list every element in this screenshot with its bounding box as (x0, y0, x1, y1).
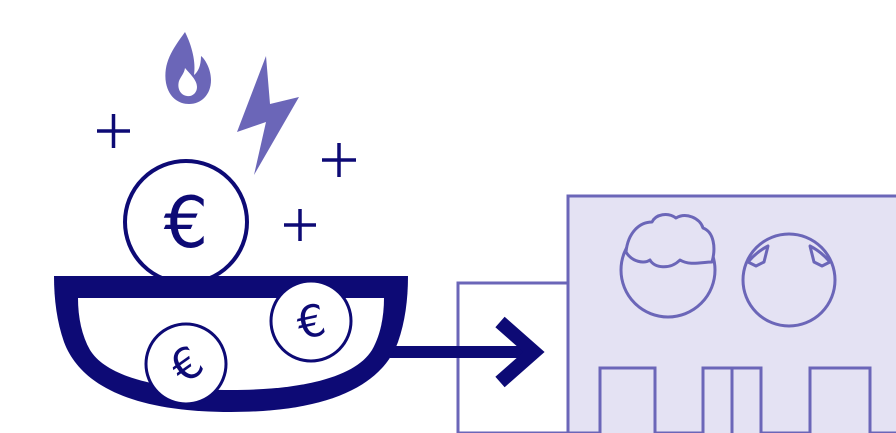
person-head-icon-2 (743, 234, 835, 326)
euro-coin-icon-bowl-right: € (271, 281, 351, 361)
euro-symbol: € (164, 182, 209, 264)
door-left (600, 368, 655, 433)
plus-sign-left (97, 114, 130, 148)
building-icon (458, 196, 896, 433)
bowl-icon (54, 276, 408, 412)
plus-sign-right (322, 143, 356, 177)
plus-sign-small (284, 209, 316, 241)
euro-coin-icon-top: € (125, 161, 247, 283)
door-right (810, 368, 870, 433)
lightning-bolt-icon (237, 56, 299, 175)
person-head-icon-1 (621, 215, 715, 317)
flame-icon (165, 32, 211, 104)
euro-coin-icon-bowl-left: € (146, 324, 226, 404)
